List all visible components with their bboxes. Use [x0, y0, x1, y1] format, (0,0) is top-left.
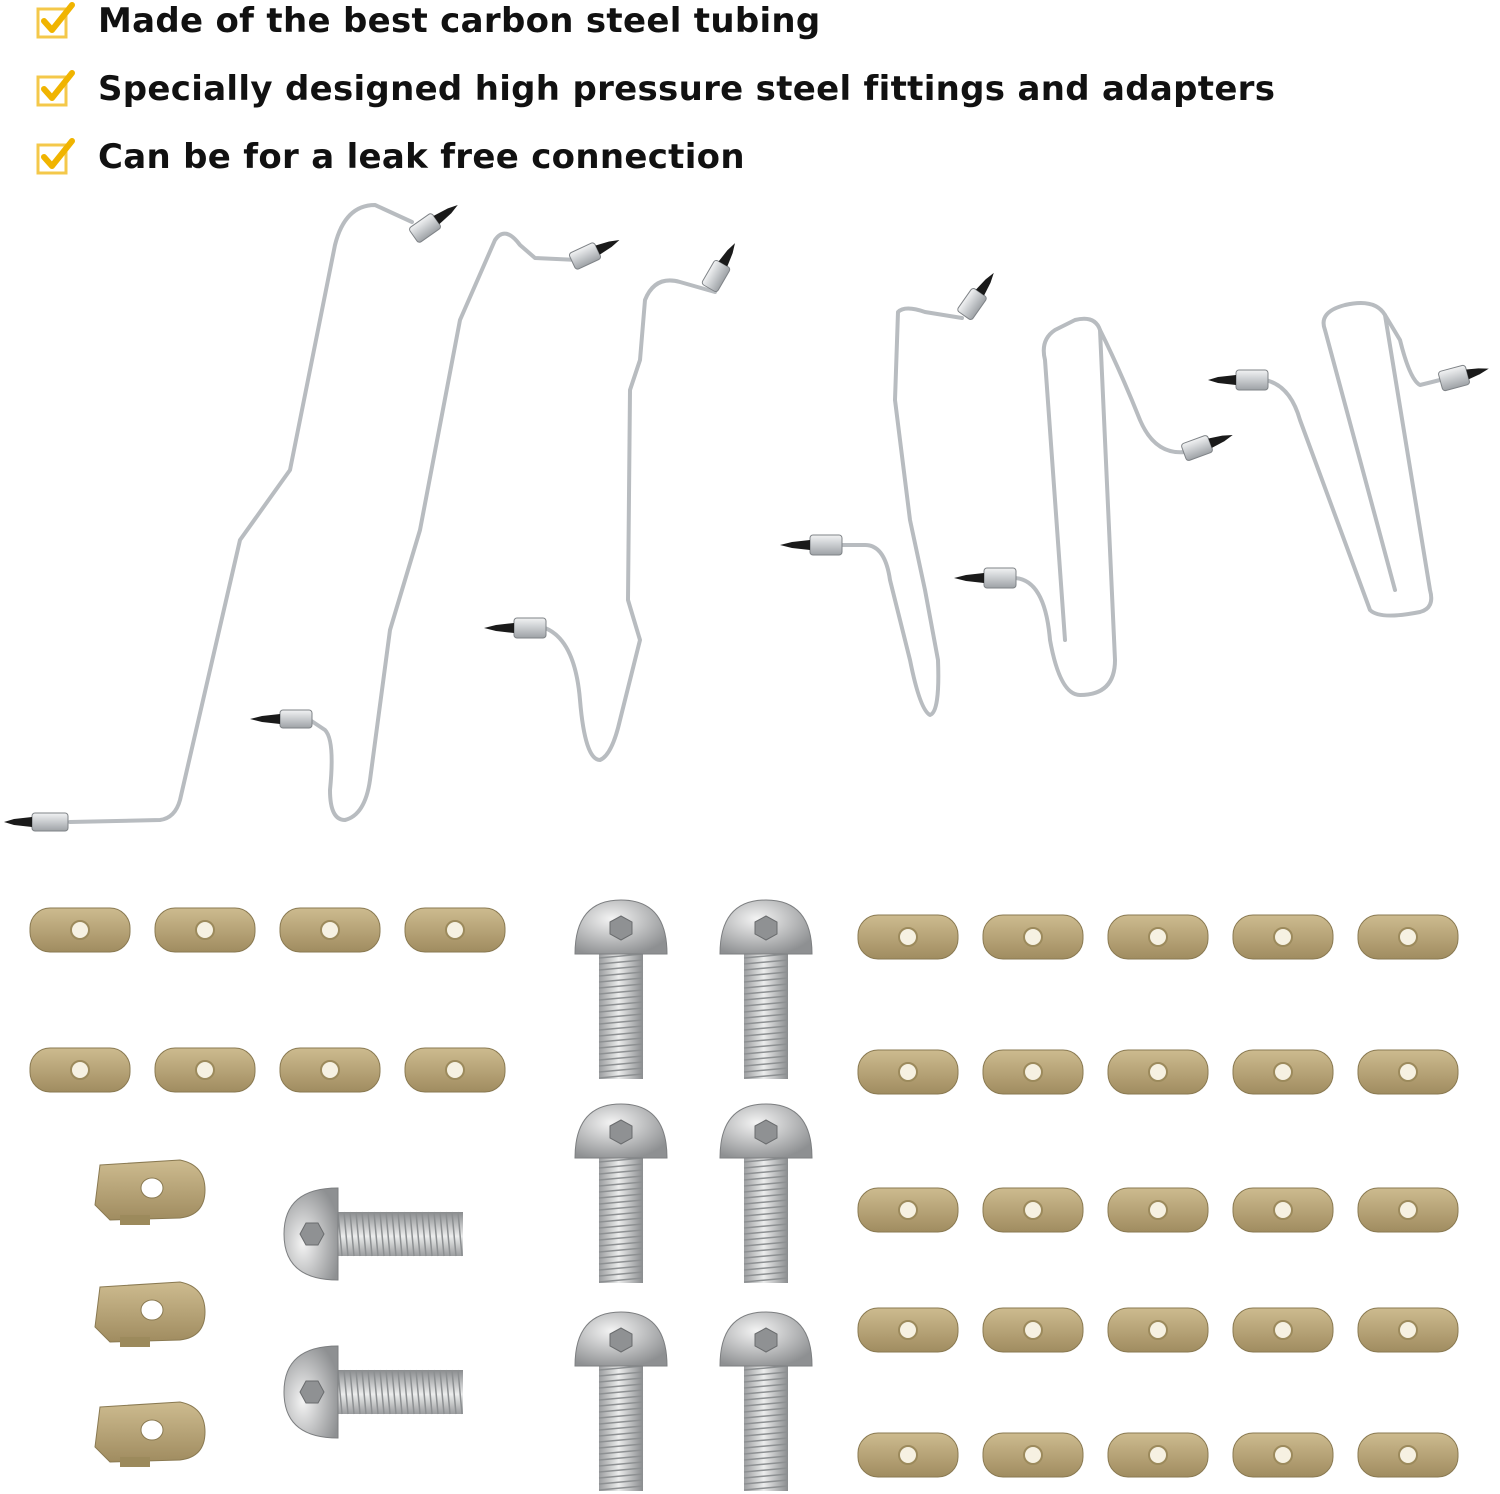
- t-nut: [982, 1307, 1084, 1353]
- feature-text: Can be for a leak free connection: [98, 137, 745, 177]
- fitting: [4, 812, 69, 832]
- tilted-t-nuts: [94, 1159, 206, 1467]
- fitting: [780, 534, 843, 556]
- bolt: [574, 899, 668, 1079]
- t-nut: [982, 1432, 1084, 1478]
- feature-text: Specially designed high pressure steel f…: [98, 69, 1276, 109]
- tilted-t-nut: [94, 1281, 206, 1347]
- t-nut: [404, 1047, 506, 1093]
- fuel-line: [308, 231, 580, 822]
- t-nut: [1107, 1049, 1209, 1095]
- bolts: [283, 899, 813, 1491]
- t-nut: [29, 907, 131, 953]
- feature-item: Specially designed high pressure steel f…: [34, 64, 1275, 114]
- feature-item: Can be for a leak free connection: [34, 132, 745, 182]
- bolt: [719, 1103, 813, 1283]
- t-nut: [1357, 1307, 1459, 1353]
- t-nut: [857, 914, 959, 960]
- fitting: [954, 567, 1017, 589]
- fitting: [1181, 435, 1233, 461]
- tilted-t-nut: [94, 1401, 206, 1467]
- t-nut: [154, 907, 256, 953]
- t-nut: [1357, 1432, 1459, 1478]
- bolt: [283, 1187, 463, 1281]
- t-nut: [1357, 1187, 1459, 1233]
- product-parts-illustration: [4, 203, 1489, 1491]
- t-nut: [1107, 1307, 1209, 1353]
- fitting: [701, 243, 735, 293]
- fuel-line: [1383, 313, 1442, 387]
- fitting: [568, 239, 620, 270]
- t-nuts: [29, 907, 1459, 1478]
- t-nut: [982, 914, 1084, 960]
- t-nut: [857, 1432, 959, 1478]
- checkbox-check-icon: [36, 2, 75, 39]
- fittings: [4, 205, 1489, 832]
- fuel-line: [1263, 301, 1434, 618]
- t-nut: [1232, 914, 1334, 960]
- fuel-line: [1098, 328, 1187, 455]
- fuel-lines: [68, 203, 1442, 824]
- feature-item: Made of the best carbon steel tubing: [34, 0, 821, 46]
- t-nut: [404, 907, 506, 953]
- fuel-line: [838, 306, 964, 717]
- t-nut: [982, 1187, 1084, 1233]
- bolt: [283, 1345, 463, 1439]
- t-nut: [154, 1047, 256, 1093]
- bolt: [574, 1311, 668, 1491]
- fuel-line: [1013, 316, 1117, 697]
- fitting: [250, 709, 313, 729]
- t-nut: [279, 907, 381, 953]
- bolt: [719, 899, 813, 1079]
- t-nut: [1357, 914, 1459, 960]
- fuel-line: [68, 203, 414, 824]
- fitting: [1208, 369, 1269, 391]
- fitting: [957, 272, 994, 320]
- t-nut: [982, 1049, 1084, 1095]
- t-nut: [857, 1049, 959, 1095]
- t-nut: [857, 1187, 959, 1233]
- t-nut: [1107, 1187, 1209, 1233]
- t-nut: [1107, 1432, 1209, 1478]
- bolt: [574, 1103, 668, 1283]
- t-nut: [1232, 1187, 1334, 1233]
- t-nut: [1357, 1049, 1459, 1095]
- fuel-line: [543, 278, 717, 762]
- t-nut: [279, 1047, 381, 1093]
- checkbox-check-icon: [36, 138, 75, 175]
- fitting: [1438, 364, 1489, 392]
- fitting: [409, 205, 458, 243]
- bolt: [719, 1311, 813, 1491]
- t-nut: [1107, 914, 1209, 960]
- feature-text: Made of the best carbon steel tubing: [98, 1, 821, 41]
- tilted-t-nut: [94, 1159, 206, 1225]
- t-nut: [857, 1307, 959, 1353]
- t-nut: [1232, 1049, 1334, 1095]
- t-nut: [29, 1047, 131, 1093]
- checkbox-check-icon: [36, 70, 75, 107]
- t-nut: [1232, 1307, 1334, 1353]
- t-nut: [1232, 1432, 1334, 1478]
- fitting: [484, 617, 547, 639]
